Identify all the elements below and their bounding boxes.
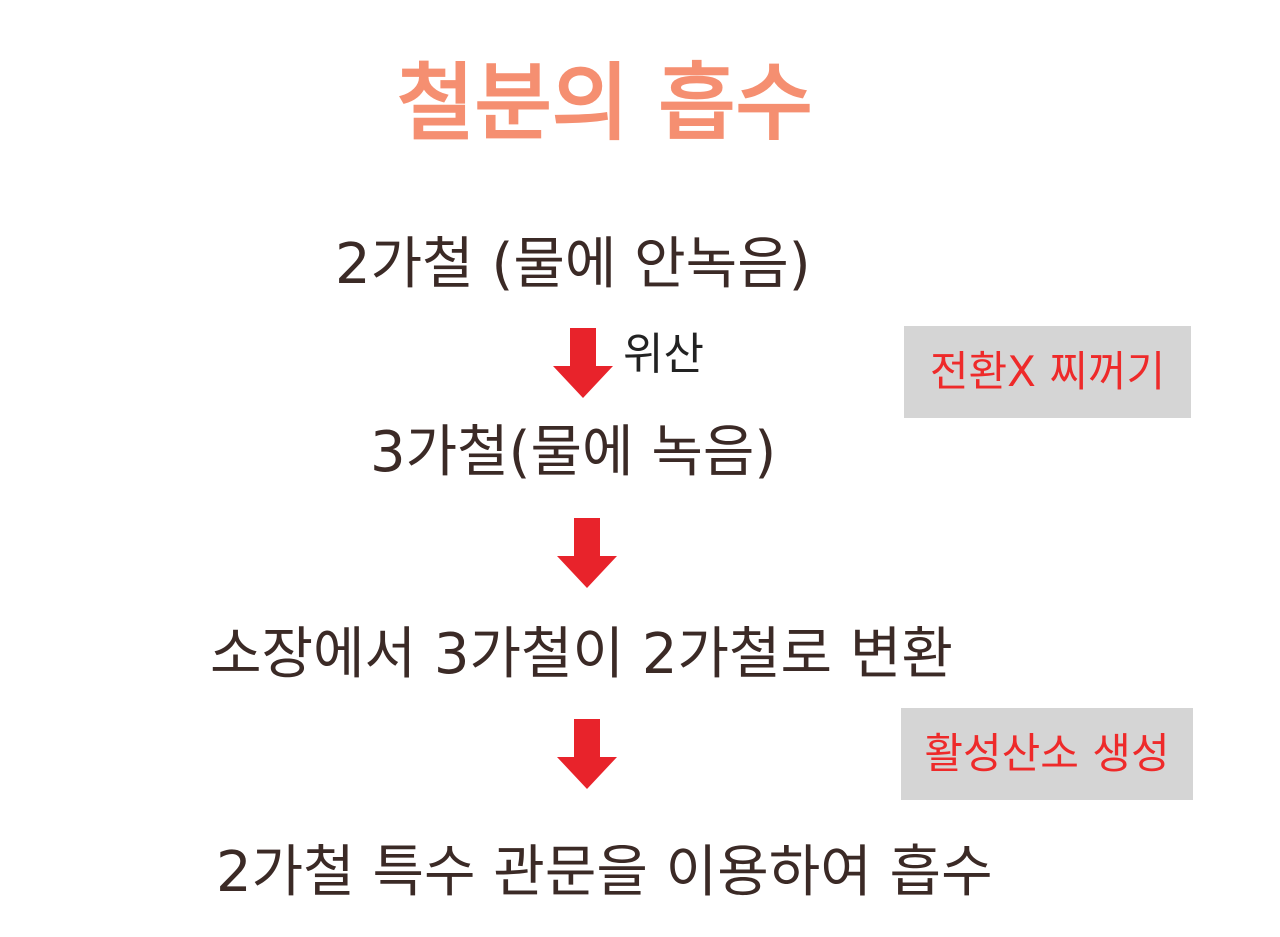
down-arrow-icon	[557, 518, 617, 588]
step-ferric-soluble: 3가철(물에 녹음)	[370, 420, 777, 485]
note-box-reactive-oxygen: 활성산소 생성	[901, 708, 1193, 800]
step-absorption: 2가철 특수 관문을 이용하여 흡수	[216, 840, 993, 905]
step-conversion-in-small-intestine: 소장에서 3가철이 2가철로 변환	[210, 622, 953, 687]
down-arrow-icon	[553, 328, 613, 398]
down-arrow-icon	[557, 719, 617, 789]
page-title: 철분의 흡수	[397, 54, 813, 152]
step-ferrous-insoluble: 2가철 (물에 안녹음)	[335, 232, 811, 297]
note-box-waste: 전환X 찌꺼기	[904, 326, 1191, 418]
arrow-label-stomach-acid: 위산	[623, 329, 704, 380]
